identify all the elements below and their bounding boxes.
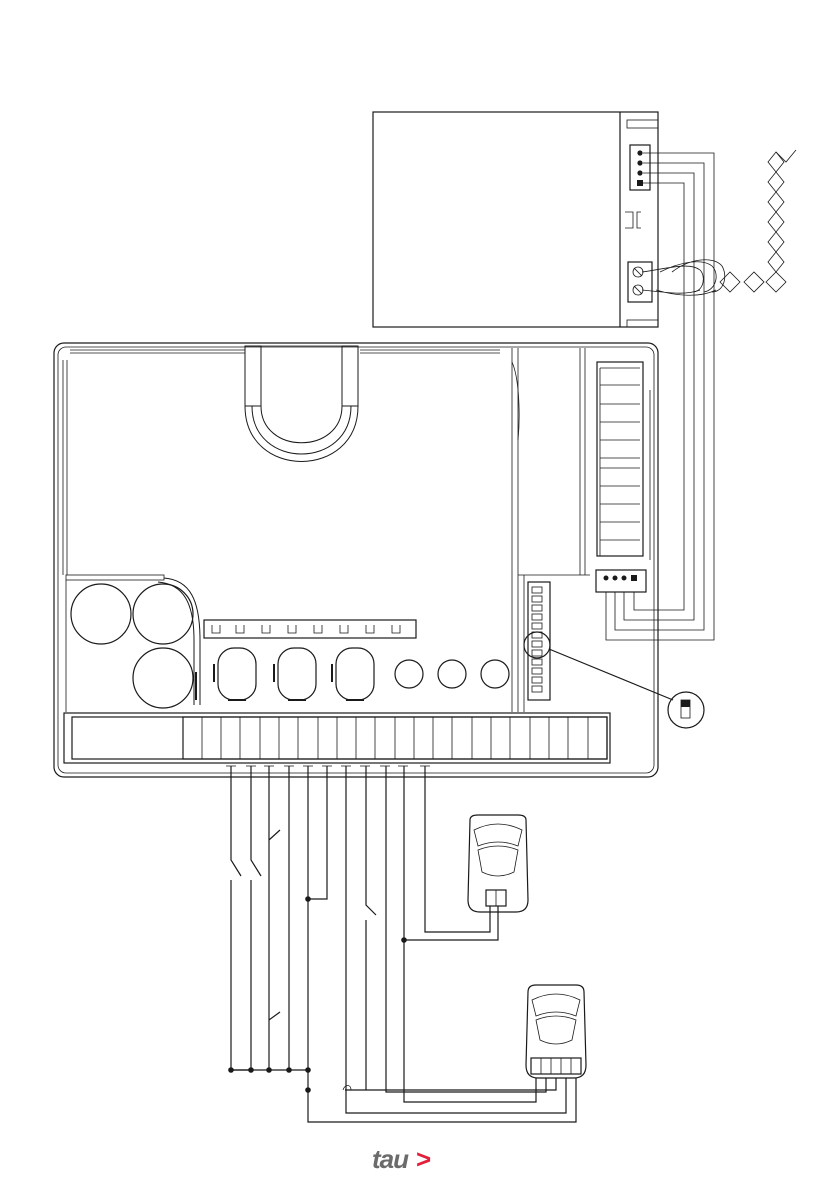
relay-slot-bank: [596, 362, 650, 592]
receiver-to-board-wires: [606, 150, 796, 640]
control-board: [54, 343, 704, 777]
photocell-transmitter: [468, 815, 528, 912]
brand-logo-text: tau: [372, 1144, 408, 1175]
field-wiring: [226, 766, 576, 1122]
dip-switch-bank: [524, 575, 704, 728]
brand-logo-arrow: >: [416, 1144, 431, 1175]
tau-logo: tau >: [360, 1144, 480, 1174]
receiver-module: [373, 112, 658, 327]
capacitors: [66, 575, 200, 712]
receiver-screw-terminal: [628, 262, 652, 302]
pin-strip: [204, 620, 416, 638]
photocell-receiver: [526, 985, 586, 1078]
transformer: [245, 346, 358, 462]
relays: [196, 648, 509, 700]
dip-switch-callout: [668, 692, 704, 728]
terminal-strip: [64, 713, 610, 763]
